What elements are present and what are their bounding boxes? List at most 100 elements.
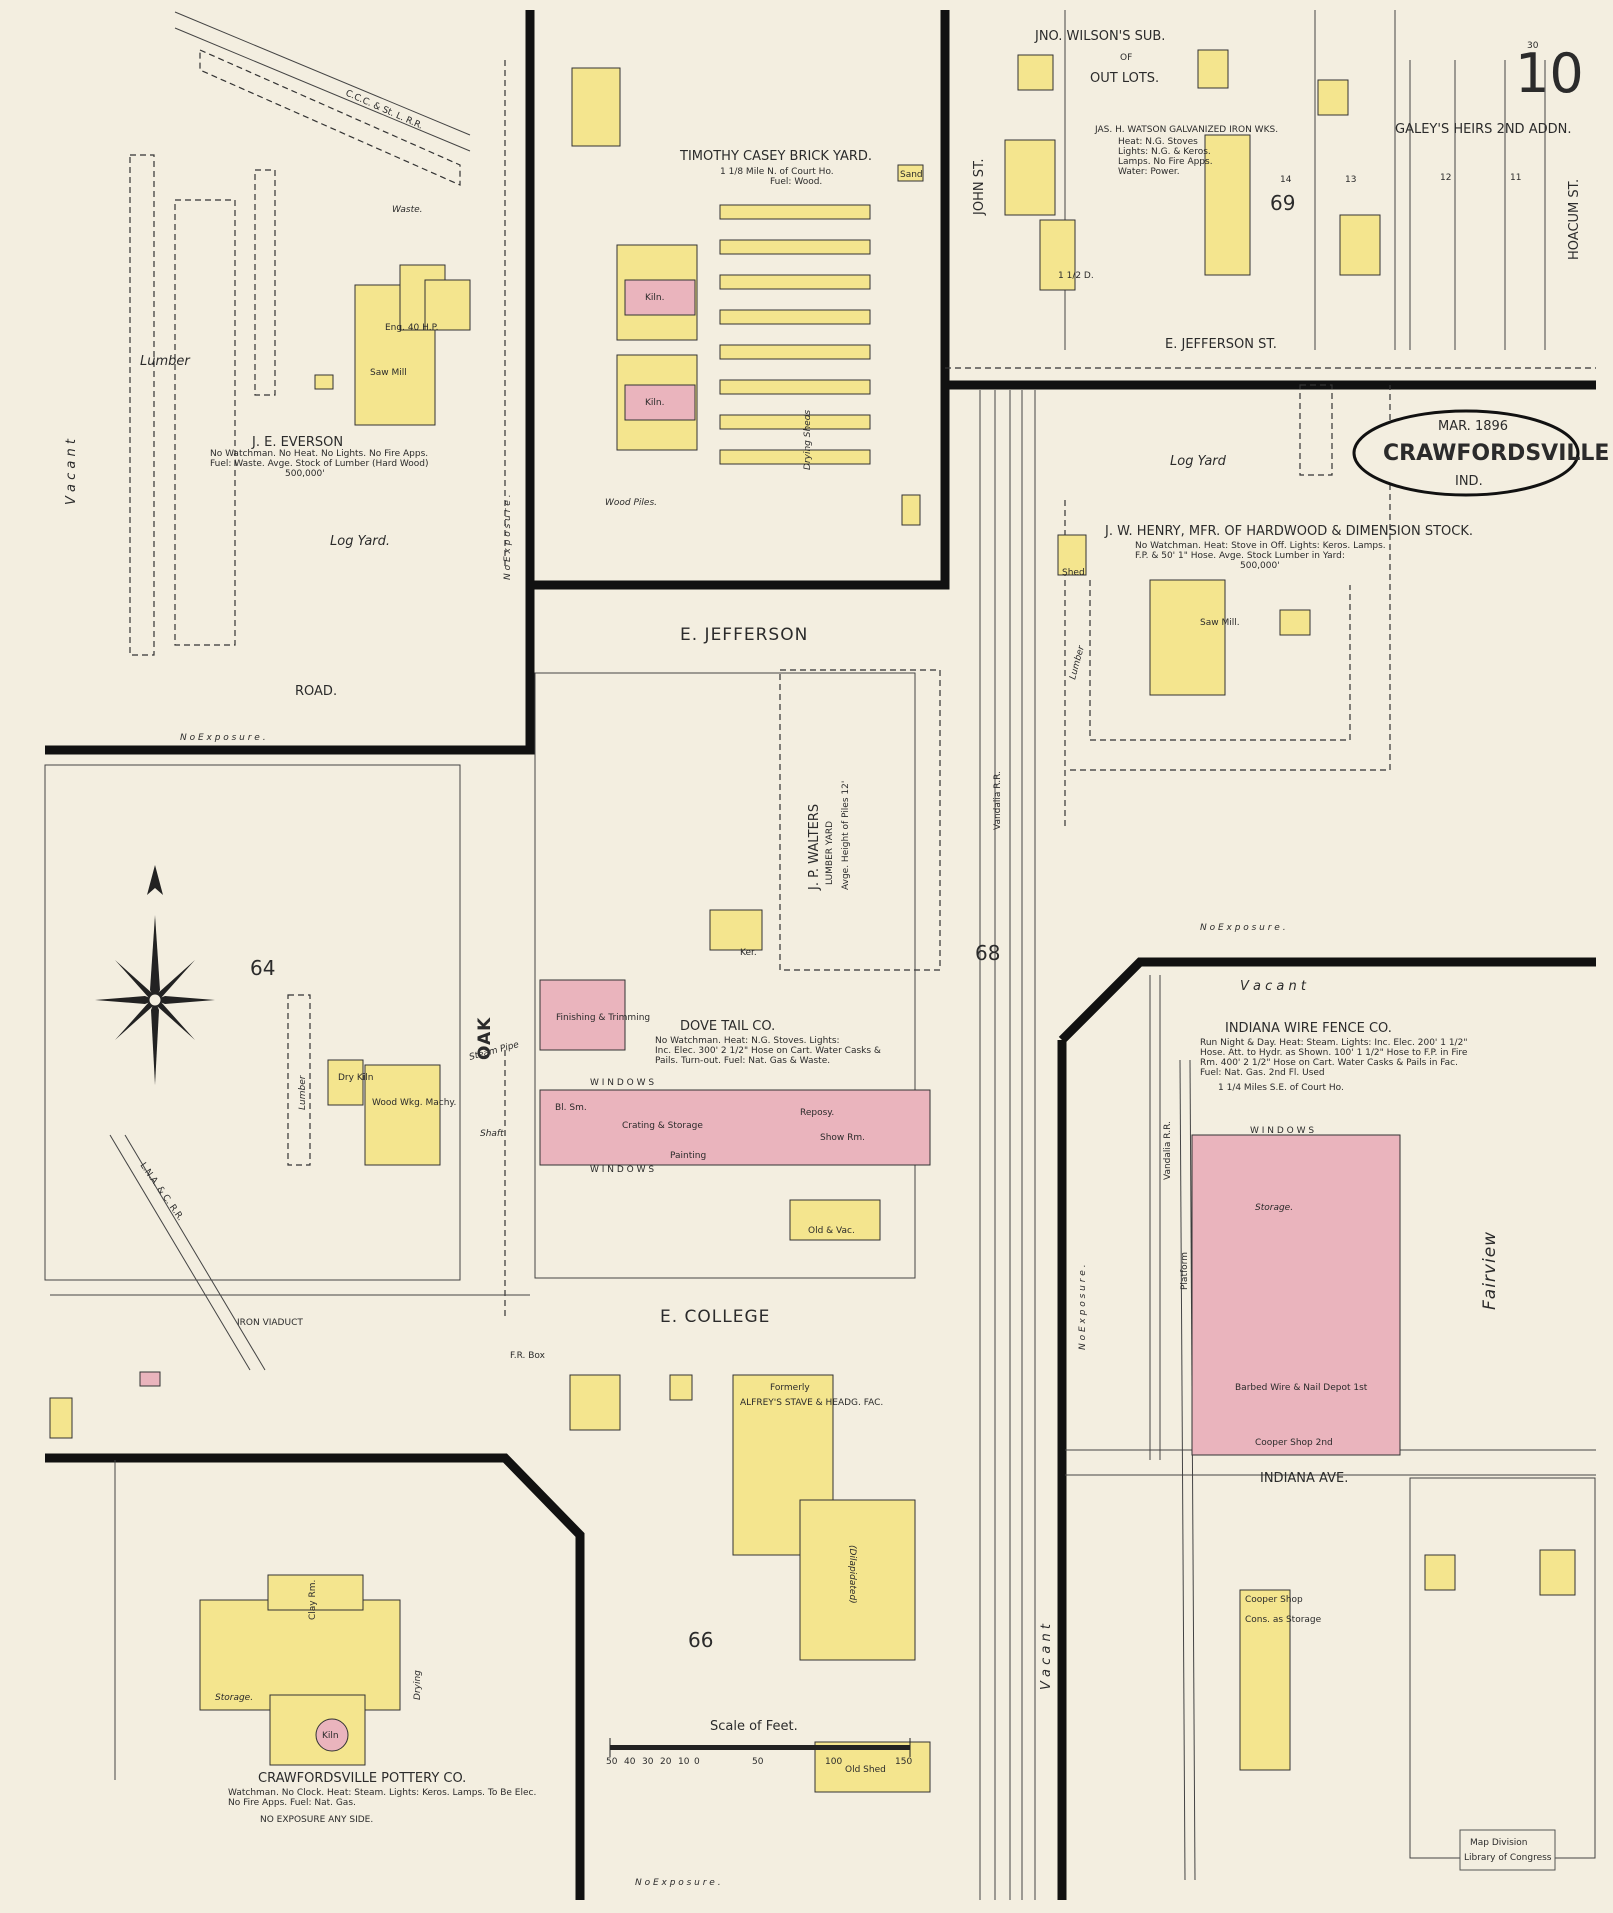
walters-sub: LUMBER YARD [825, 821, 835, 885]
library-stamp-line1: Map Division [1470, 1838, 1528, 1848]
rr-lnac: L.N.A. & C. R.R. [138, 1161, 186, 1223]
vacant-1: V a c a n t [64, 438, 79, 505]
dovetail-lumber: Lumber [298, 1074, 308, 1110]
no-exposure-3: N o E x p o s u r e . [635, 1878, 721, 1888]
casey-sand: Sand [900, 170, 923, 180]
everson-name: J. E. EVERSON [251, 435, 343, 450]
wirefence-cooper: Cooper Shop 2nd [1255, 1438, 1333, 1448]
galey-lot12: 12 [1440, 173, 1451, 183]
block-66: 66 [688, 1628, 713, 1652]
watson-note2: Lights: N.G. & Keros. [1118, 147, 1211, 157]
dovetail-note3: Pails. Turn-out. Fuel: Nat. Gas & Waste. [655, 1056, 830, 1066]
street-indiana-ave: INDIANA AVE. [1260, 1471, 1348, 1486]
scale-tick-4: 10 [678, 1757, 690, 1767]
wirefence-name: INDIANA WIRE FENCE CO. [1225, 1021, 1392, 1036]
cooper-small-note: Cons. as Storage [1245, 1615, 1322, 1625]
everson-lumber: Lumber [140, 354, 191, 369]
dovetail-name: DOVE TAIL CO. [680, 1019, 775, 1034]
pottery-note2: No Fire Apps. Fuel: Nat. Gas. [228, 1798, 356, 1808]
watson-name: JAS. H. WATSON GALVANIZED IRON WKS. [1094, 125, 1278, 135]
everson-note2: Fuel: Waste. Avge. Stock of Lumber (Hard… [210, 459, 429, 469]
cartouche-city: CRAWFORDSVILLE [1383, 441, 1609, 466]
dovetail-wood-wkg: Wood Wkg. Machy. [372, 1098, 456, 1108]
wire-fence-factory [1191, 1134, 1401, 1456]
scale-title: Scale of Feet. [710, 1719, 798, 1734]
dovetail-windows-top: W I N D O W S [590, 1078, 654, 1088]
galey-lot11: 11 [1510, 173, 1521, 183]
kiln-brick-1 [624, 279, 696, 316]
rr-cccstl: C.C.C. & St. L. R.R. [344, 89, 424, 132]
everson-waste: Waste. [392, 205, 423, 215]
casey-note2: Fuel: Wood. [770, 177, 822, 187]
dovetail-crating: Crating & Storage [622, 1121, 703, 1131]
kiln-brick-2 [624, 384, 696, 421]
henry-lumber: Lumber [1068, 644, 1087, 681]
frame-buildings [49, 49, 1576, 1793]
vacant-2: V a c a n t [1240, 979, 1307, 994]
street-fairview: Fairview [1480, 1231, 1500, 1310]
wirefence-barbed: Barbed Wire & Nail Depot 1st [1235, 1383, 1368, 1393]
dovetail-windows-bottom: W I N D O W S [590, 1165, 654, 1175]
watson-note3: Lamps. No Fire Apps. [1118, 157, 1213, 167]
watson-note1: Heat: N.G. Stoves [1118, 137, 1198, 147]
no-exposure-2: N o E x p o s u r e . [1200, 923, 1286, 933]
watson-works [1204, 134, 1251, 276]
wilson-of: OF [1120, 53, 1132, 63]
kiln-label-2: Kiln. [645, 398, 664, 408]
wirefence-note3: Rm. 400' 2 1/2" Hose on Cart. Water Cask… [1200, 1058, 1458, 1068]
cartouche-date: MAR. 1896 [1438, 419, 1508, 434]
cartouche-oval [1352, 409, 1580, 497]
no-exposure-5: N o E x p o s u r e . [1078, 1264, 1088, 1350]
alfrey-name: ALFREY'S STAVE & HEADG. FAC. [740, 1398, 883, 1408]
wirefence-storage: Storage. [1255, 1203, 1293, 1213]
sheet-number: 10 [1515, 42, 1584, 105]
wilson-name: JNO. WILSON'S SUB. [1034, 29, 1165, 44]
galey-lot13: 13 [1345, 175, 1356, 185]
street-oak: OAK [475, 1017, 495, 1060]
brick-buildings [139, 279, 1401, 1752]
old-vac: Old & Vac. [808, 1226, 855, 1236]
finishing-trimming [539, 979, 626, 1051]
old-shed: Old Shed [845, 1765, 886, 1775]
railroad-tracks [109, 11, 1196, 1900]
alfrey-formerly: Formerly [770, 1383, 810, 1393]
library-stamp [1459, 1829, 1556, 1871]
galey-name: GALEY'S HEIRS 2ND ADDN. [1395, 122, 1571, 137]
wirefence-distance: 1 1/4 Miles S.E. of Court Ho. [1218, 1083, 1344, 1093]
scale-tick-3: 20 [660, 1757, 672, 1767]
shaft: Shaft [480, 1129, 504, 1139]
casey-note1: 1 1/8 Mile N. of Court Ho. [720, 167, 834, 177]
block-69: 69 [1270, 191, 1295, 215]
wilson-lot-2 [1017, 54, 1054, 91]
dovetail-repos: Reposy. [800, 1108, 834, 1118]
vacant-3: V a c a n t [1039, 1623, 1054, 1690]
street-e-jefferson-st: E. JEFFERSON ST. [1165, 337, 1277, 352]
dovetail-painting: Painting [670, 1151, 706, 1161]
dovetail-note2: Inc. Elec. 300' 2 1/2" Hose on Cart. Wat… [655, 1046, 881, 1056]
ker: Ker. [740, 948, 757, 958]
block-lines [44, 10, 1596, 1859]
corner-number: 30 [1527, 41, 1539, 51]
henry-log-yard: Log Yard [1170, 454, 1227, 469]
scale-tick-5: 0 [694, 1757, 700, 1767]
scale-tick-6: 50 [752, 1757, 764, 1767]
scale-tick-2: 30 [642, 1757, 654, 1767]
walters-note: Avge. Height of Piles 12' [841, 781, 851, 890]
casey-office [571, 67, 621, 147]
dwelling-label: 1 1/2 D. [1058, 271, 1094, 281]
rr-vandalia-2: Vandalia R.R. [1163, 1121, 1173, 1180]
wirefence-platform: Platform [1180, 1252, 1190, 1290]
casey-drying-sheds: Drying Sheds [803, 410, 813, 470]
pottery-kiln-label: Kiln [322, 1731, 339, 1741]
henry-note3: 500,000' [1240, 561, 1280, 571]
drying-sheds [719, 204, 871, 465]
scale-bar [609, 1738, 911, 1757]
compass-rose-icon [95, 865, 215, 1085]
pottery-storage: Storage. [215, 1693, 253, 1703]
no-exposure-1: N o E x p o s u r e . [180, 733, 266, 743]
rr-vandalia-1: Vandalia R.R. [993, 771, 1003, 830]
wirefence-note1: Run Night & Day. Heat: Steam. Lights: In… [1200, 1038, 1467, 1048]
watson-note4: Water: Power. [1118, 167, 1180, 177]
dovetail-show: Show Rm. [820, 1133, 865, 1143]
